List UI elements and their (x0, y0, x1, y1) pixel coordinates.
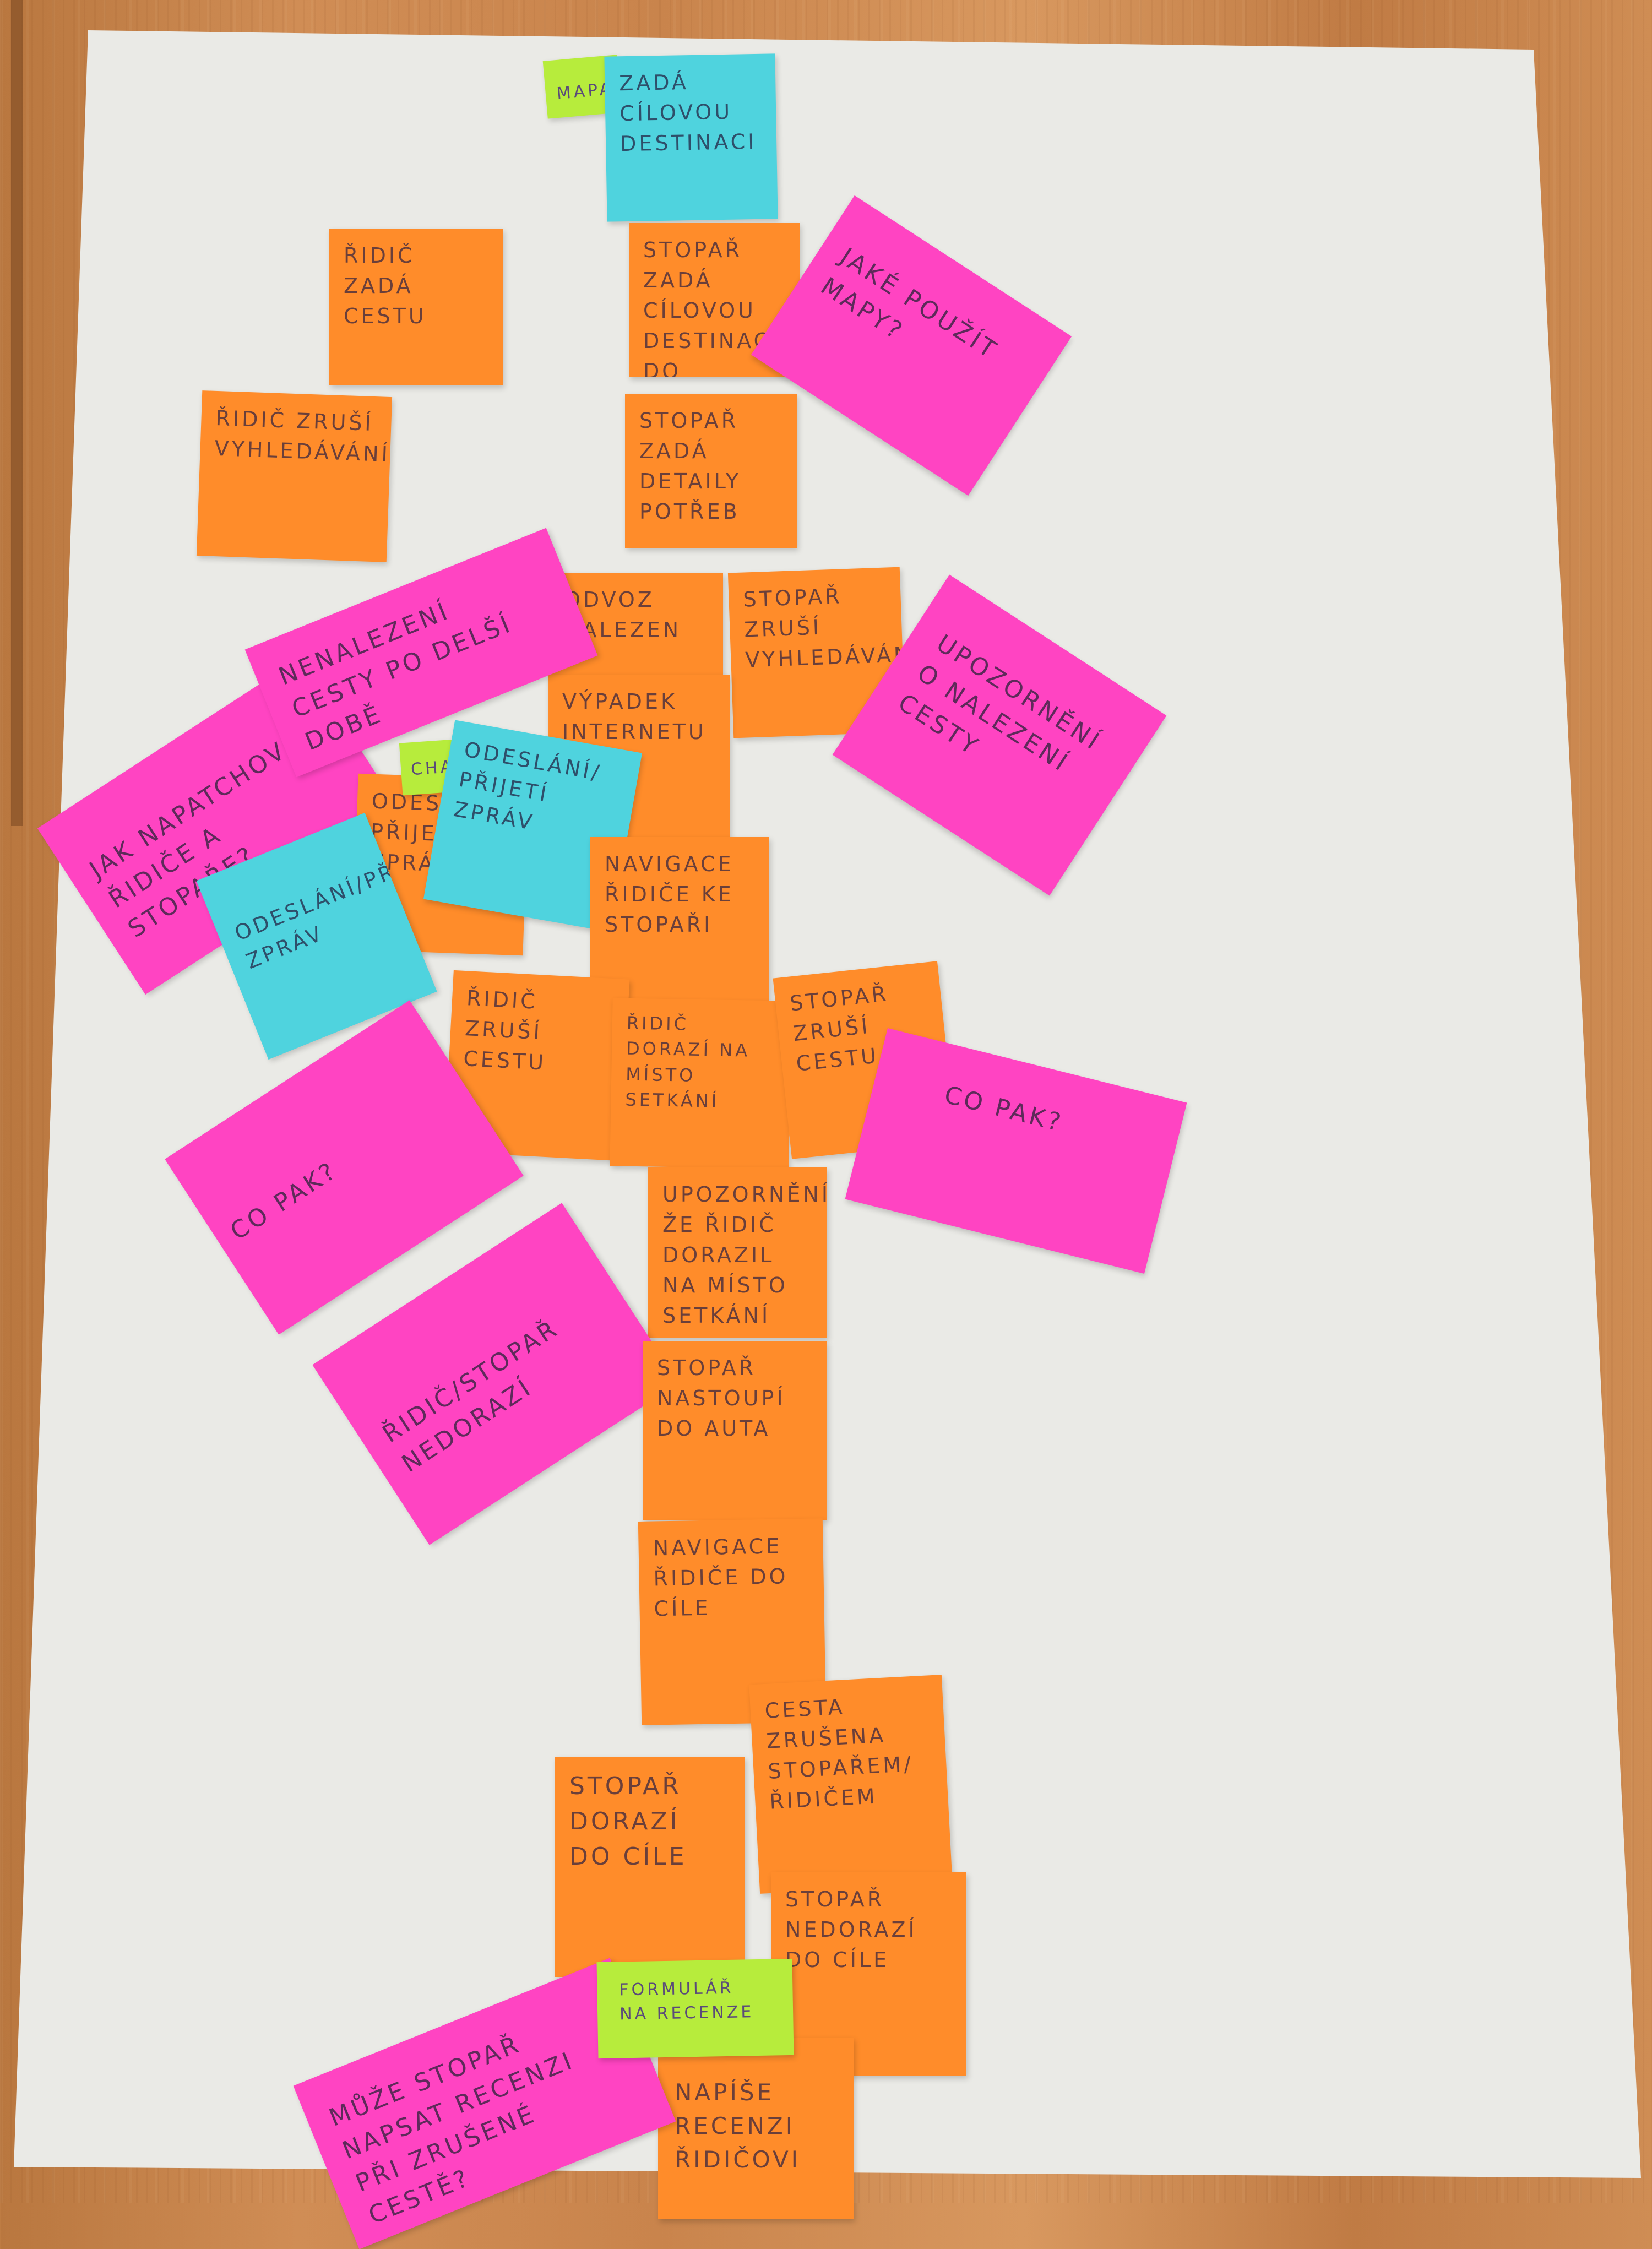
note-ridic-dorazi[interactable]: ŘIDIČ DORAZÍ NA MÍSTO SETKÁNÍ (610, 998, 792, 1169)
note-navigace-ke-stoparovi[interactable]: NAVIGACE ŘIDIČE KE STOPAŘI (590, 837, 769, 1002)
note-ridic-zada-cestu[interactable]: ŘIDIČ ZADÁ CESTU (329, 229, 503, 385)
note-zada-cilovou[interactable]: ZADÁ CÍLOVOU DESTINACI (604, 53, 778, 222)
note-upozorneni-dorazil[interactable]: UPOZORNĚNÍ, ŽE ŘIDIČ DORAZIL NA MÍSTO SE… (648, 1167, 827, 1338)
note-cesta-zrusena[interactable]: CESTA ZRUŠENA STOPAŘEM/ ŘIDIČEM (749, 1675, 953, 1894)
note-napise-recenzi[interactable]: NAPÍŠE RECENZI ŘIDIČOVI (658, 2038, 854, 2219)
note-stopar-nastoupi[interactable]: STOPAŘ NASTOUPÍ DO AUTA (643, 1341, 827, 1520)
note-formular-na-recenze[interactable]: FORMULÁŘ NA RECENZE (596, 1958, 794, 2059)
note-stopar-zada-detaily[interactable]: STOPAŘ ZADÁ DETAILY POTŘEB (625, 394, 797, 548)
table-seam (11, 0, 23, 826)
note-stopar-dorazi-do-cile[interactable]: STOPAŘ DORAZÍ DO CÍLE (555, 1757, 745, 1977)
note-ridic-zrusi-vyhledavani[interactable]: ŘIDIČ ZRUŠÍ VYHLEDÁVÁNÍ (196, 390, 393, 562)
